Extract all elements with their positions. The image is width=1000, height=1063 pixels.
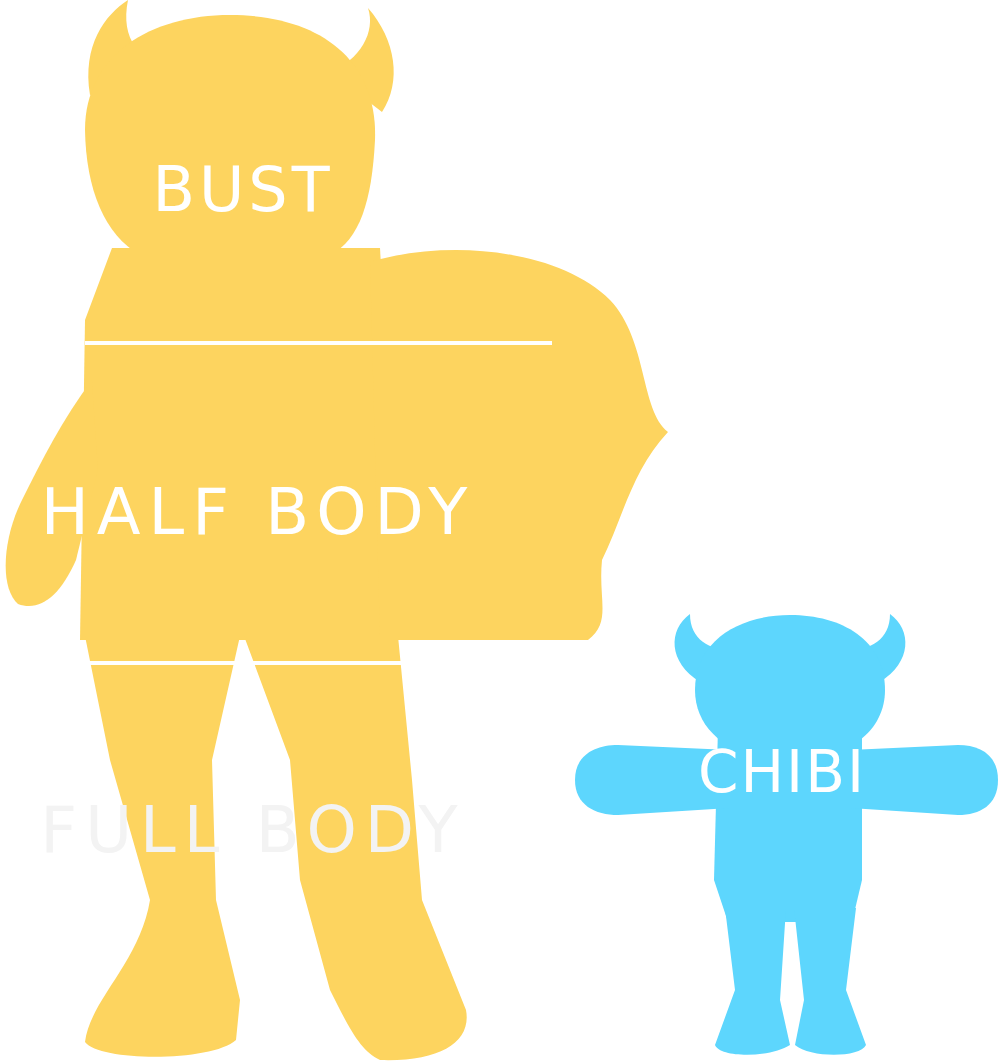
silhouette-part (80, 248, 402, 640)
full-figure-silhouette: BUST HALF BODY FULL BODY (0, 0, 680, 1063)
section-divider (80, 661, 530, 665)
size-label: CHIBI (698, 743, 866, 801)
silhouette-part (85, 15, 375, 255)
silhouette-part (850, 745, 998, 815)
silhouette-part (715, 908, 790, 1055)
chibi-silhouette: CHIBI (570, 600, 1000, 1063)
section-divider (85, 341, 552, 345)
silhouette-part (370, 250, 668, 640)
silhouette-drawing (570, 600, 1000, 1063)
size-label: FULL BODY (40, 798, 465, 862)
size-label: HALF BODY (41, 480, 476, 544)
size-label: BUST (152, 159, 333, 221)
silhouette-part (794, 908, 866, 1055)
